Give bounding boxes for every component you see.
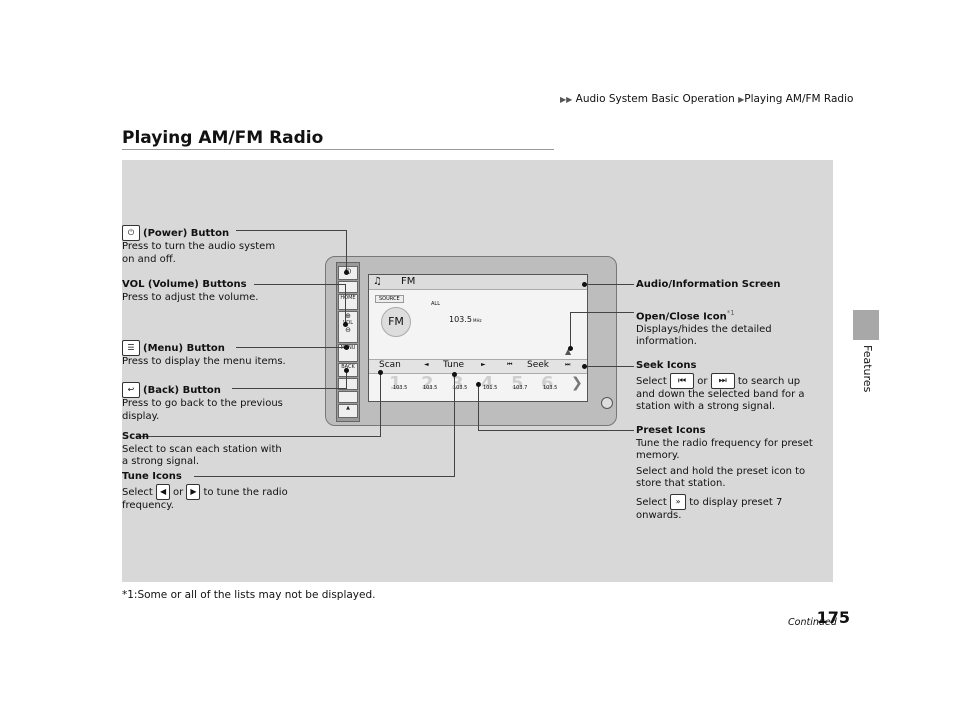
leader-back-dot <box>344 368 349 373</box>
audio-screen: ♫ FM SOURCE FM ALL 103.5 MHz ▲ Scan ◄ Tu… <box>368 274 588 402</box>
preset-1-number: 1 <box>389 373 402 394</box>
preset-6-number: 6 <box>541 373 554 394</box>
title-divider <box>122 149 554 150</box>
leader-back-h <box>232 388 347 389</box>
preset-3[interactable]: 103.5 <box>453 385 468 391</box>
preset-5-number: 5 <box>511 373 524 394</box>
eject-button[interactable]: ▲ <box>338 404 358 418</box>
leader-power-v <box>346 230 347 272</box>
leader-power-dot <box>344 270 349 275</box>
seek-up-icon[interactable]: ⏭ <box>565 361 571 368</box>
callout-back: ↩(Back) Button Press to go back to the p… <box>122 382 283 423</box>
more-presets-icon: » <box>670 493 687 510</box>
preset-4[interactable]: 101.5 <box>483 385 498 391</box>
music-icon: ♫ <box>373 276 382 287</box>
tune-right-icon: ▶ <box>186 483 201 500</box>
leader-scan-dot <box>378 370 383 375</box>
leader-vol-h <box>254 284 346 285</box>
section-tab-marker <box>853 310 879 340</box>
power-sub-button[interactable] <box>338 281 358 293</box>
fm-badge: FM <box>381 307 411 337</box>
breadcrumb: ▶▶ Audio System Basic Operation ▶Playing… <box>560 93 854 105</box>
preset-5[interactable]: 103.7 <box>513 385 528 391</box>
tune-up-icon[interactable]: ► <box>481 361 486 368</box>
power-icon: ⏻ <box>122 225 140 241</box>
breadcrumb-part1: Audio System Basic Operation <box>575 93 735 105</box>
leader-openclose-h <box>570 312 634 313</box>
frequency: 103.5 <box>449 315 472 324</box>
preset-1[interactable]: 103.5 <box>393 385 408 391</box>
page-number: 175 <box>816 608 850 627</box>
preset-2-number: 2 <box>421 373 434 394</box>
footnote: *1:Some or all of the lists may not be d… <box>122 589 376 601</box>
leader-seek-h <box>584 366 634 367</box>
callout-preset: Preset Icons Tune the radio frequency fo… <box>636 425 813 521</box>
preset-6[interactable]: 103.5 <box>543 385 558 391</box>
leader-vol-v <box>345 284 346 324</box>
callout-seek: Seek Icons Select ⏮ or ⏭ to search up an… <box>636 360 805 412</box>
open-close-icon[interactable]: ▲ <box>565 347 572 356</box>
leader-menu-dot <box>344 345 349 350</box>
source-button[interactable]: SOURCE <box>375 295 404 303</box>
menu-icon: ☰ <box>122 340 140 356</box>
leader-openclose-v <box>570 312 571 348</box>
seek-down-icon[interactable]: ⏮ <box>507 361 513 368</box>
screen-header <box>369 275 587 290</box>
leader-back-v <box>346 370 347 389</box>
control-bar <box>369 359 587 374</box>
breadcrumb-part2: Playing AM/FM Radio <box>744 93 854 105</box>
tune-left-icon: ◀ <box>156 483 171 500</box>
scan-button[interactable]: Scan <box>379 360 401 370</box>
callout-tune: Tune Icons Select ◀or ▶to tune the radio… <box>122 471 288 511</box>
frequency-unit: MHz <box>473 318 482 323</box>
leader-tune-dot <box>452 372 457 377</box>
page-title: Playing AM/FM Radio <box>122 128 324 148</box>
leader-seek-dot <box>582 364 587 369</box>
vol-button[interactable]: ⊕VOL⊖ <box>338 311 358 343</box>
leader-scan-v <box>380 372 381 437</box>
seek-label: Seek <box>527 360 549 370</box>
leader-power-h <box>236 230 347 231</box>
preset-2[interactable]: 103.5 <box>423 385 438 391</box>
callout-power: ⏻(Power) Button Press to turn the audio … <box>122 225 275 266</box>
preset-4-number: 4 <box>481 373 494 394</box>
leader-openclose-dot <box>568 346 573 351</box>
leader-preset-h <box>478 430 634 431</box>
leader-scan-h <box>136 436 381 437</box>
callout-openclose: Open/Close Icon*1 Displays/hides the det… <box>636 309 772 348</box>
section-label: Features <box>861 345 874 393</box>
leader-screen-h <box>584 284 634 285</box>
leader-tune-v <box>454 374 455 477</box>
home-button[interactable]: HOME <box>338 294 358 310</box>
leader-preset-v <box>478 384 479 430</box>
band-label: FM <box>401 276 416 287</box>
sub-button[interactable] <box>338 378 358 390</box>
leader-tune-h <box>194 476 454 477</box>
all-label: ALL <box>431 301 440 307</box>
leader-vol-dot <box>343 322 348 327</box>
leader-menu-h <box>236 347 347 348</box>
continued-label: Continued <box>788 617 837 628</box>
settings-button[interactable] <box>338 391 358 403</box>
callout-screen: Audio/Information Screen <box>636 279 781 290</box>
leader-screen-dot <box>582 282 587 287</box>
seek-back-icon: ⏮ <box>670 372 695 389</box>
tune-label: Tune <box>443 360 465 370</box>
back-icon: ↩ <box>122 382 140 398</box>
seek-forward-icon: ⏭ <box>710 372 735 389</box>
next-presets-icon[interactable]: ❯ <box>571 375 583 391</box>
tune-down-icon[interactable]: ◄ <box>424 361 429 368</box>
leader-preset-dot <box>476 382 481 387</box>
tuning-knob[interactable] <box>601 397 613 409</box>
